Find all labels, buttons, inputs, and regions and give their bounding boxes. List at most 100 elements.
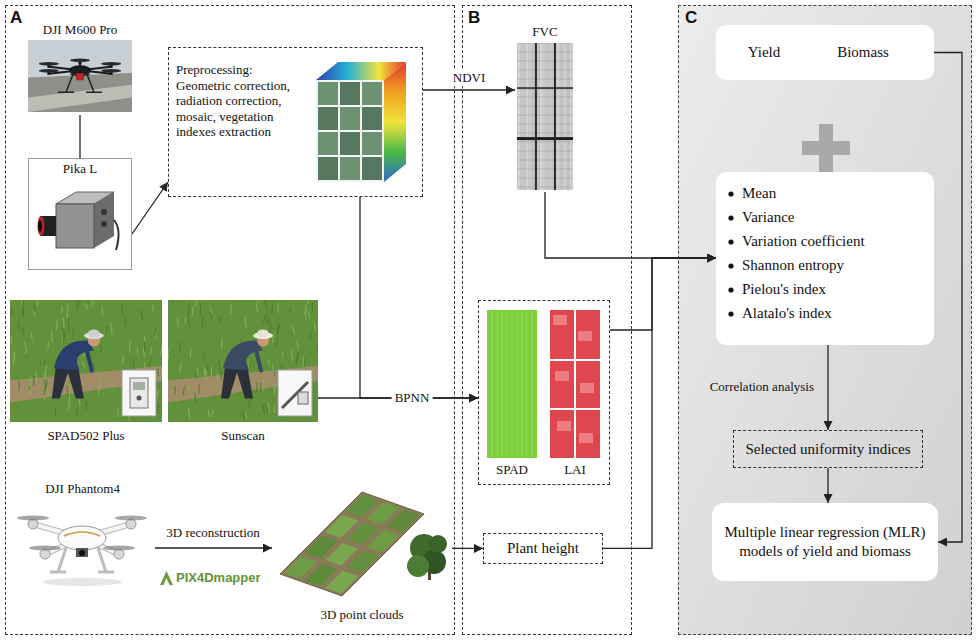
caption: LAI xyxy=(545,462,605,478)
illustration-part xyxy=(124,315,126,325)
illustration-part xyxy=(188,386,190,392)
illustration-part xyxy=(326,571,359,594)
illustration-part xyxy=(203,352,205,359)
illustration-part xyxy=(517,88,573,89)
panel-ground xyxy=(678,5,972,635)
illustration-part xyxy=(39,358,41,364)
illustration-part xyxy=(101,209,107,215)
illustration-part xyxy=(67,304,68,311)
illustration-part xyxy=(208,410,209,417)
illustration-part xyxy=(159,370,160,380)
illustration-part xyxy=(525,43,526,190)
illustration-part xyxy=(293,326,295,334)
illustration-part xyxy=(37,300,39,306)
illustration-part xyxy=(340,82,360,105)
illustration-part xyxy=(116,300,117,302)
illustration-part xyxy=(106,326,108,332)
illustration-part xyxy=(318,107,338,130)
panel-letter: C xyxy=(685,9,705,26)
illustration-part xyxy=(271,305,273,314)
illustration-part xyxy=(99,383,101,394)
illustration-part xyxy=(180,362,181,374)
illustration-part xyxy=(529,43,530,190)
connector xyxy=(155,547,272,548)
illustration-part xyxy=(56,320,57,329)
illustration-part xyxy=(274,384,276,394)
illustration-part xyxy=(133,358,135,369)
illustration-part xyxy=(517,124,573,125)
illustration-part xyxy=(313,300,315,301)
illustration-part xyxy=(245,316,247,327)
illustration-part xyxy=(61,306,63,313)
illustration-part xyxy=(212,409,213,416)
illustration-part xyxy=(268,359,269,366)
illustration-part xyxy=(308,311,310,318)
illustration-part xyxy=(86,347,92,371)
illustration-part xyxy=(263,405,265,415)
process-text: Preprocessing: Geometric correction, rad… xyxy=(176,62,304,140)
illustration-part xyxy=(318,132,338,155)
illustration-part xyxy=(274,406,275,413)
panel: YieldBiomassMeanVarianceVariation coeffi… xyxy=(678,5,972,635)
caption: DJI M600 Pro xyxy=(26,22,134,38)
illustration-part xyxy=(11,335,12,344)
illustration-part xyxy=(154,327,156,337)
illustration-part xyxy=(68,399,70,410)
illustration-part xyxy=(517,61,573,62)
illustration-part xyxy=(179,342,181,351)
illustration-part xyxy=(517,137,573,140)
illustration-part xyxy=(44,388,46,395)
illustration-part xyxy=(523,43,524,190)
illustration-part xyxy=(188,310,189,322)
illustration-part xyxy=(429,535,447,553)
illustration-part xyxy=(190,349,192,358)
illustration-part xyxy=(50,548,114,572)
illustration-part xyxy=(551,43,552,190)
illustration-part xyxy=(52,300,53,301)
illustration-part xyxy=(195,300,197,306)
list-item: Variation coefficient xyxy=(742,232,927,251)
process-box: Preprocessing: Geometric correction, rad… xyxy=(168,47,423,197)
illustration-part xyxy=(34,304,35,312)
illustration-part xyxy=(108,300,110,301)
illustration-part xyxy=(553,43,554,190)
illustration-part xyxy=(539,43,540,190)
panel: FVCSPADLAIPlant heightB xyxy=(462,5,632,635)
illustration-part xyxy=(553,315,567,325)
connector xyxy=(610,258,716,330)
illustration-part xyxy=(249,400,250,409)
illustration-part xyxy=(272,332,274,342)
illustration-part xyxy=(68,319,70,331)
illustration-part xyxy=(728,191,733,196)
illustration-part xyxy=(278,324,280,334)
illustration-part xyxy=(517,151,573,152)
illustration-part xyxy=(517,142,573,143)
illustration-part xyxy=(728,287,733,292)
illustration xyxy=(34,180,126,266)
caption: FVC xyxy=(515,24,575,40)
caption: Pika L xyxy=(30,161,130,177)
process-box: Plant height xyxy=(483,533,603,564)
illustration-part xyxy=(728,239,733,244)
illustration-part xyxy=(517,115,573,116)
connector xyxy=(603,258,716,548)
illustration-part xyxy=(502,310,503,458)
illustration-part xyxy=(266,405,268,412)
illustration-part xyxy=(728,215,733,220)
illustration-part xyxy=(563,43,564,190)
illustration-part xyxy=(129,342,131,353)
illustration-part xyxy=(28,40,132,112)
map-box: SPADLAI xyxy=(478,300,610,485)
caption: DJI Phantom4 xyxy=(10,481,155,497)
illustration-part xyxy=(28,73,132,112)
connector xyxy=(827,345,828,430)
illustration-part xyxy=(114,220,119,250)
illustration-part xyxy=(58,74,102,92)
illustration-part xyxy=(256,383,258,394)
illustration-part xyxy=(535,43,537,190)
illustration-part xyxy=(177,318,178,327)
illustration-part xyxy=(268,403,269,414)
illustration-part xyxy=(557,43,558,190)
illustration-part xyxy=(55,409,56,416)
illustration-part xyxy=(340,157,360,180)
